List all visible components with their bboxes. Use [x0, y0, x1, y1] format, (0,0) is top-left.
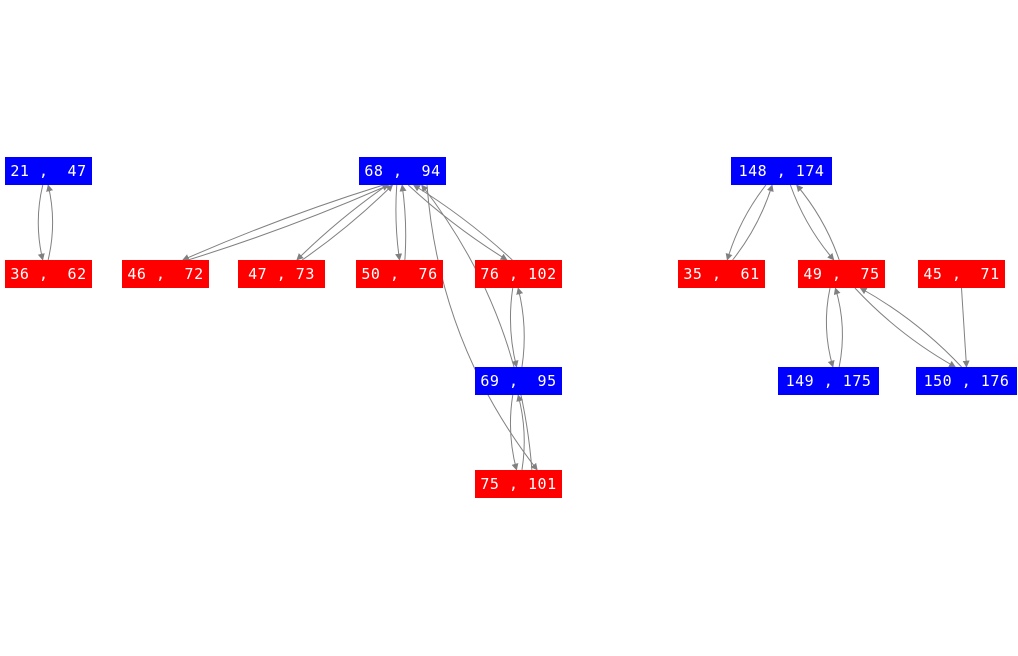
graph-edge [426, 184, 538, 471]
graph-edge [854, 287, 957, 368]
graph-edge [789, 184, 835, 261]
graph-edge [399, 184, 407, 261]
graph-node[interactable]: 149 , 175 [778, 367, 879, 395]
graph-node[interactable]: 69 , 95 [475, 367, 562, 395]
graph-edge [516, 287, 525, 368]
graph-node[interactable]: 21 , 47 [5, 157, 92, 185]
graph-node[interactable]: 150 , 176 [916, 367, 1017, 395]
graph-node[interactable]: 49 , 75 [798, 260, 885, 288]
graph-node[interactable]: 50 , 76 [356, 260, 443, 288]
graph-node[interactable]: 68 , 94 [359, 157, 446, 185]
graph-node[interactable]: 35 , 61 [678, 260, 765, 288]
graph-node[interactable]: 148 , 174 [731, 157, 832, 185]
graph-node[interactable]: 45 , 71 [918, 260, 1005, 288]
graph-edge [732, 184, 774, 261]
graph-edge [796, 184, 840, 261]
graph-edge [395, 184, 403, 261]
graph-edge [187, 184, 390, 261]
graph-edge [296, 184, 388, 261]
graph-node[interactable]: 75 , 101 [475, 470, 562, 498]
graph-edge [516, 394, 525, 471]
graph-edge [833, 287, 843, 368]
graph-edge [182, 184, 384, 261]
graph-edge [859, 287, 962, 368]
graph-edge [961, 287, 970, 368]
graph-edge [825, 287, 835, 368]
graph-edge [725, 184, 767, 261]
graph-node[interactable]: 76 , 102 [475, 260, 562, 288]
graph-edge [413, 184, 513, 261]
graph-edge [421, 184, 533, 471]
graph-edge [46, 184, 54, 261]
graph-node[interactable]: 36 , 62 [5, 260, 92, 288]
graph-edge [509, 394, 519, 471]
graph-node[interactable]: 47 , 73 [238, 260, 325, 288]
graph-edge [407, 184, 508, 261]
graph-edge [37, 184, 45, 261]
graph-node[interactable]: 46 , 72 [122, 260, 209, 288]
graph-edge [301, 184, 394, 261]
graph-edge [509, 287, 519, 368]
edges-group [37, 184, 970, 471]
